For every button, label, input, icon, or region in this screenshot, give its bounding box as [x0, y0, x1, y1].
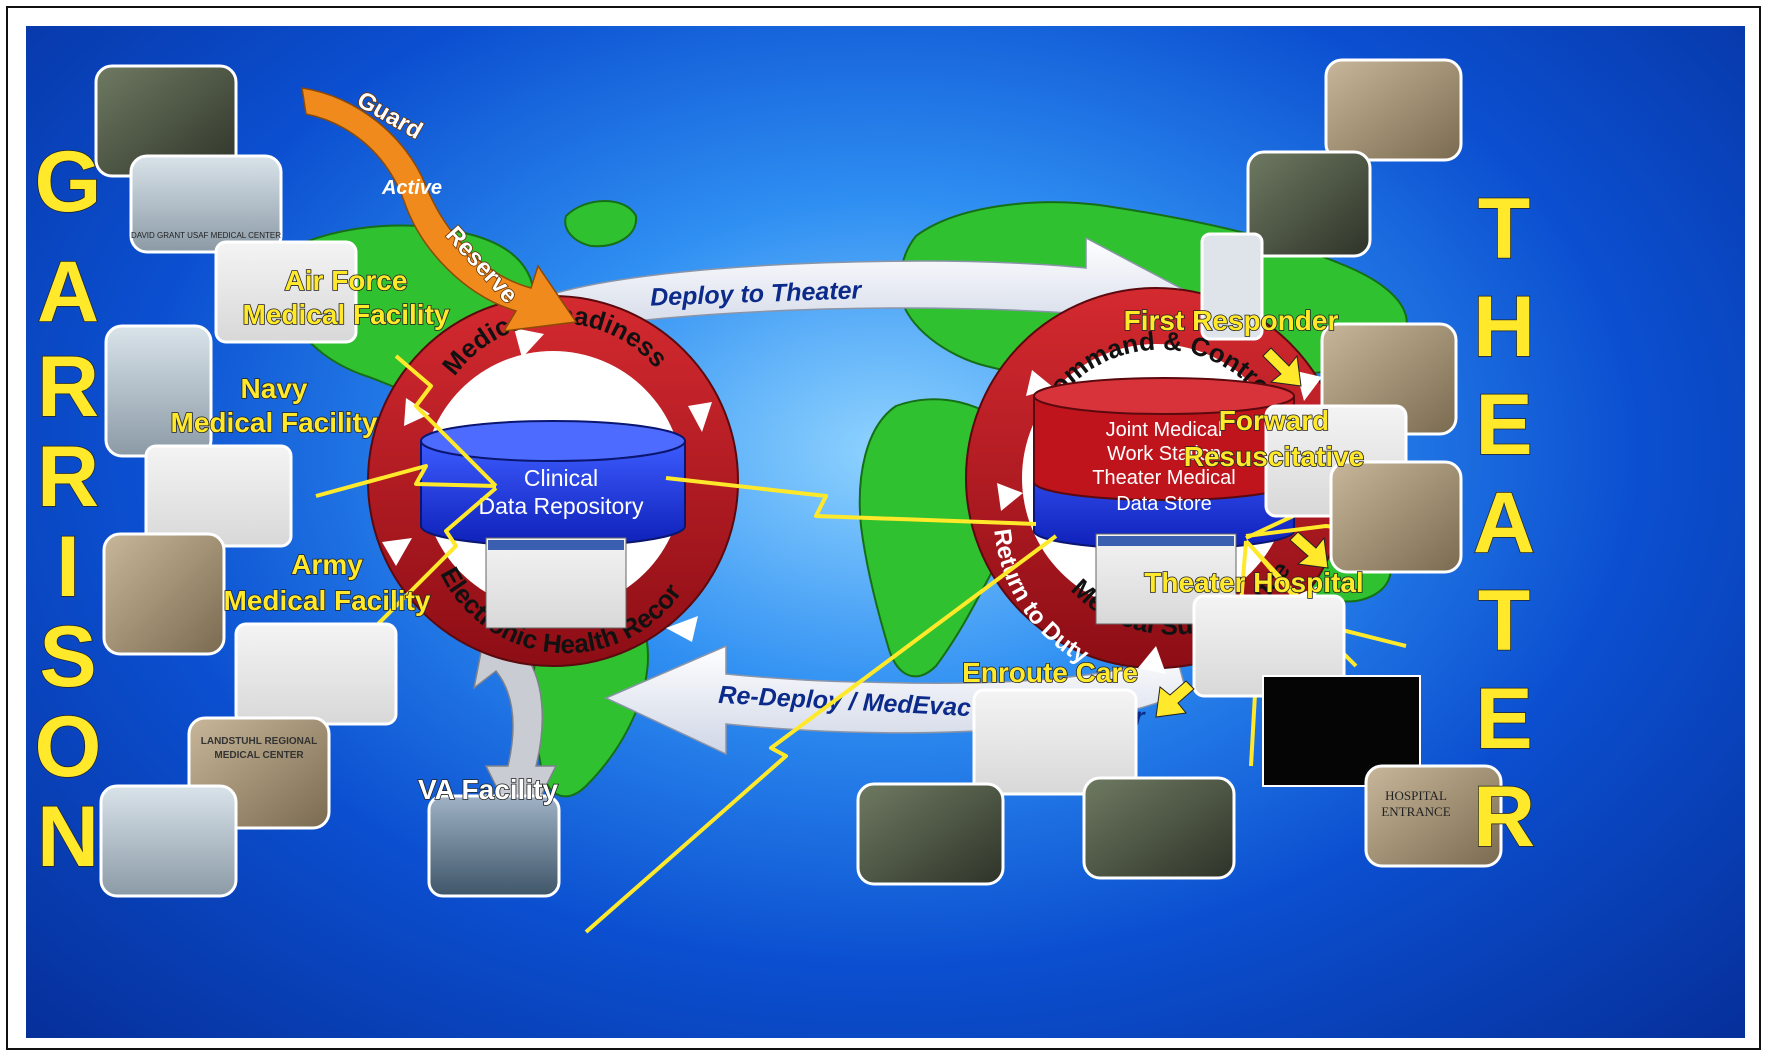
photo-soldier-2: [1246, 150, 1372, 258]
army-link: [324, 486, 498, 678]
right-ring-arrow-4: [997, 483, 1023, 511]
cdr-line2: Data Repository: [479, 493, 644, 519]
af-label-1: Air Force: [285, 265, 408, 296]
cdr-tmds-link: [665, 476, 1037, 526]
theater-letter-1: T: [1478, 181, 1531, 277]
garrison-letter-8: N: [37, 789, 99, 885]
garrison-photos: DAVID GRANT USAF MEDICAL CENTER LANDSTUH…: [94, 64, 561, 898]
left-ring-arrow-2: [688, 402, 712, 432]
first-responder-label: First Responder: [1124, 305, 1339, 336]
garrison-letter-3: R: [37, 339, 99, 435]
army-label-1: Army: [291, 549, 363, 580]
theater-pointer-arrows: [1155, 347, 1329, 718]
photo-david-grant: DAVID GRANT USAF MEDICAL CENTER: [129, 154, 283, 254]
garrison-letters: G A R R I S O N: [34, 133, 102, 886]
va-label: VA Facility: [418, 774, 558, 805]
tmds-line2: Data Store: [1116, 493, 1212, 515]
ehr-screenshot: [485, 537, 627, 629]
navy-link: [315, 464, 497, 498]
navy-label-1: Navy: [241, 373, 308, 404]
forward-label-1: Forward: [1219, 405, 1329, 436]
va-link: [584, 534, 1058, 934]
navy-label-2: Medical Facility: [171, 407, 378, 438]
army-label-2: Medical Facility: [224, 585, 431, 616]
screenshot-af: [214, 240, 358, 344]
va-two-way-arrow: [472, 615, 558, 838]
greenland-shape: [564, 200, 638, 248]
clinical-data-repository-cylinder: Clinical Data Repository: [420, 420, 686, 547]
garrison-letter-7: O: [35, 699, 102, 795]
right-ring-arrow-3: [1138, 646, 1166, 674]
jmws-line1: Joint Medical: [1106, 419, 1223, 441]
photo-pda-device: [1200, 232, 1264, 341]
tmds-line1: Theater Medical: [1092, 467, 1235, 489]
theater-letter-4: A: [1473, 475, 1535, 571]
af-label-2: Medical Facility: [243, 299, 450, 330]
left-ring-arrow-1: [514, 328, 544, 358]
left-ring-arrow-5: [404, 398, 430, 426]
photo-soldier-1: [1324, 58, 1463, 162]
photo-field-hospital: [1329, 460, 1463, 574]
photo-va-building: [427, 794, 561, 898]
david-grant-sign: DAVID GRANT USAF MEDICAL CENTER: [131, 231, 281, 240]
enroute-care-label: Enroute Care: [962, 657, 1138, 688]
af-link: [394, 354, 498, 488]
screenshot-navy: [144, 444, 293, 548]
theater-letter-3: E: [1475, 377, 1532, 473]
active-label: Active: [381, 177, 442, 199]
theater-labels: First Responder Forward Resuscitative Th…: [961, 304, 1365, 689]
theater-letters: T H E A T E R: [1472, 180, 1536, 866]
pointer-arrow-1: [1262, 347, 1302, 387]
jmws-tmds-cylinder: Joint Medical Work Station Theater Medic…: [1033, 377, 1295, 550]
left-ring-arrow-3: [666, 616, 698, 642]
garrison-letter-1: G: [35, 134, 102, 230]
right-ring-arrow-1: [1296, 371, 1322, 401]
photo-garrison-care: [99, 784, 238, 898]
theater-letter-7: R: [1473, 769, 1535, 865]
left-ring-arrow-4: [382, 538, 412, 566]
deploy-arrow: Deploy to Theater: [544, 236, 1188, 343]
slide-frame: [6, 6, 1761, 1050]
screenshot-army: [234, 622, 398, 726]
photo-aircraft-interior: [856, 782, 1005, 886]
cdr-line1: Clinical: [524, 465, 598, 491]
theater-hospital-label: Theater Hospital: [1144, 567, 1363, 598]
theater-photos: HOSPITAL ENTRANCE: [856, 58, 1503, 886]
garrison-letter-2: A: [37, 244, 99, 340]
forward-label-2: Resuscitative: [1184, 441, 1365, 472]
hospital-sign-2: ENTRANCE: [1381, 804, 1450, 819]
screenshot-enroute: [972, 688, 1138, 796]
hospital-sign-1: HOSPITAL: [1385, 788, 1447, 803]
garrison-letter-6: S: [39, 609, 96, 705]
photo-helicopter: [1082, 776, 1236, 880]
jmws-line2: Work Station: [1107, 443, 1221, 465]
pointer-arrow-2: [1289, 531, 1329, 569]
photo-army-nurse: [102, 532, 226, 656]
landstuhl-sign-1: LANDSTUHL REGIONAL: [201, 736, 317, 747]
pointer-arrow-3: [1155, 680, 1195, 718]
right-cycle: Command & Control Medical Surveillance R…: [965, 287, 1347, 674]
garrison-letter-5: I: [56, 519, 80, 615]
theater-letter-5: T: [1478, 573, 1531, 669]
theater-letter-2: H: [1473, 279, 1535, 375]
lifecycle-diagram: Deploy to Theater Re-Deploy / MedEvac ou…: [26, 26, 1536, 934]
theater-letter-6: E: [1475, 671, 1532, 767]
photo-hospital-entrance: HOSPITAL ENTRANCE: [1364, 764, 1503, 868]
garrison-labels: Air Force Medical Facility Navy Medical …: [170, 264, 560, 806]
garrison-letter-4: R: [37, 429, 99, 525]
landstuhl-sign-2: MEDICAL CENTER: [214, 750, 304, 761]
diagram-panel: Deploy to Theater Re-Deploy / MedEvac ou…: [26, 26, 1745, 1038]
